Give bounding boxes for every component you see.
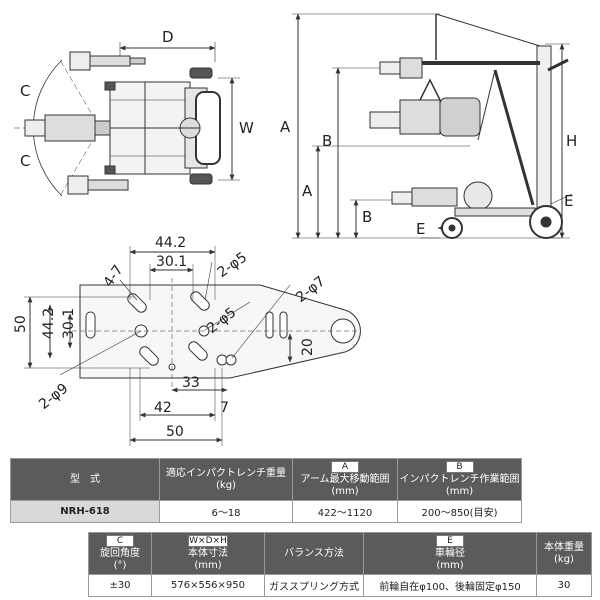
cell-arm-range: 422～1120 [292,500,398,523]
plate-dim-44-2-left: 44.2 [41,308,57,339]
header-letter-wdh: W×D×H [188,535,228,547]
header-model: 型 式 [10,458,160,501]
header-body-weight: 本体重量(kg) [536,532,592,575]
spec-table-2-data-row: ±30 576×556×950 ガススプリング方式 前輪自在φ100、後輪固定φ… [88,574,592,597]
plate-dim-50-bottom: 50 [166,424,184,440]
spec-table-1: 型 式 適応インパクトレンチ重量(kg) A アーム最大移動範囲(mm) B イ… [10,458,522,523]
plate-dim-20: 20 [300,338,316,356]
header-balance: バランス方法 [264,532,364,575]
plate-dim-2-phi5-top: 2-φ5 [215,249,250,281]
header-wrench-weight: 適応インパクトレンチ重量(kg) [159,458,293,501]
plate-dim-33: 33 [182,375,200,391]
header-arm-range: A アーム最大移動範囲(mm) [292,458,398,501]
plate-dim-42: 42 [154,400,172,416]
top-view [14,42,240,197]
cell-model: NRH-618 [10,500,160,523]
spec-table-2-header-row: C 旋回角度(°) W×D×H 本体寸法(mm) バランス方法 E 車輪径(mm… [88,532,592,575]
plate-dim-30-1-left: 30.1 [61,308,77,339]
dim-label-c-lower: C [20,152,30,170]
spec-table-2: C 旋回角度(°) W×D×H 本体寸法(mm) バランス方法 E 車輪径(mm… [88,532,592,597]
dim-label-b-outer: B [322,132,332,150]
plate-dim-44-2-top: 44.2 [155,235,186,251]
dim-label-w: W [239,119,254,137]
technical-drawing: D W C C [13,13,577,446]
dim-label-b-inner: B [362,208,372,226]
plate-dim-7: 7 [220,400,229,416]
cell-wheel-size: 前輪自在φ100、後輪固定φ150 [363,574,537,597]
header-letter-a: A [331,461,359,473]
spec-table-1-header-row: 型 式 適応インパクトレンチ重量(kg) A アーム最大移動範囲(mm) B イ… [10,458,522,501]
header-letter-c: C [106,535,134,547]
dim-label-e-right: E [564,192,573,210]
cell-body-size: 576×556×950 [151,574,265,597]
dim-label-d: D [162,28,174,46]
dim-label-a-inner: A [302,182,313,200]
plate-dim-50-left: 50 [13,315,29,333]
cell-body-weight: 30 [536,574,592,597]
dim-label-c-upper: C [20,82,30,100]
dim-label-h: H [566,132,577,150]
header-wheel-size: E 車輪径(mm) [363,532,537,575]
cell-swing-angle: ±30 [88,574,152,597]
plate-dim-2-phi9: 2-φ9 [36,381,71,413]
header-letter-b: B [445,461,474,473]
dim-label-a-outer: A [280,118,291,136]
header-swing-angle: C 旋回角度(°) [88,532,152,575]
header-letter-e: E [436,535,464,547]
side-view [292,13,573,239]
header-work-range: B インパクトレンチ作業範囲(mm) [397,458,522,501]
dim-label-e: E [416,220,425,238]
mounting-plate [24,246,361,446]
cell-balance: ガススプリング方式 [264,574,364,597]
spec-table-1-data-row: NRH-618 6～18 422～1120 200～850(目安) [10,500,522,523]
header-body-size: W×D×H 本体寸法(mm) [151,532,265,575]
cell-work-range: 200～850(目安) [397,500,522,523]
plate-dim-30-1-top: 30.1 [156,254,187,270]
cell-wrench-weight: 6～18 [159,500,293,523]
